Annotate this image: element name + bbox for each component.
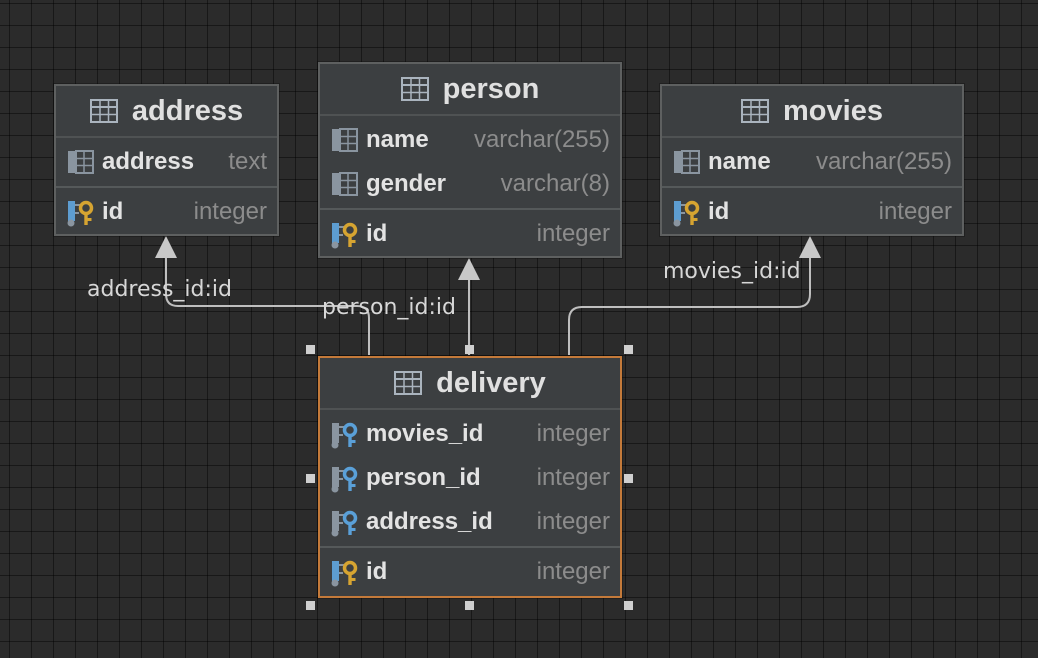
key-name: id (102, 198, 124, 225)
selection-handle-top-center[interactable] (465, 345, 474, 354)
column-type: varchar(8) (500, 170, 610, 197)
column-icon (330, 125, 360, 155)
column-name: person_id (366, 464, 481, 491)
key-type: integer (536, 558, 610, 585)
selection-handle-bottom-left[interactable] (306, 601, 315, 610)
key-row[interactable]: id integer (320, 212, 620, 256)
table-address[interactable]: address address text id integer (54, 84, 279, 236)
column-type: varchar(255) (815, 148, 952, 175)
table-title: address (131, 94, 244, 127)
column-icon (66, 147, 96, 177)
column-type: text (228, 148, 267, 175)
key-row[interactable]: id integer (56, 190, 277, 234)
selection-handle-middle-right[interactable] (624, 474, 633, 483)
columns-section: name varchar(255) (662, 138, 962, 188)
key-name: id (366, 220, 388, 247)
table-header[interactable]: delivery (320, 358, 620, 410)
keys-section: id integer (320, 210, 620, 258)
selection-handle-top-left[interactable] (306, 345, 315, 354)
relation-label-address: address_id:id (87, 277, 232, 302)
column-row[interactable]: name varchar(255) (320, 118, 620, 162)
foreign-key-icon (330, 463, 360, 493)
primary-key-icon (66, 197, 96, 227)
column-name: name (366, 126, 429, 153)
table-icon (400, 77, 429, 101)
keys-section: id integer (662, 188, 962, 236)
selection-handle-bottom-right[interactable] (624, 601, 633, 610)
table-header[interactable]: address (56, 86, 277, 138)
column-row[interactable]: address text (56, 140, 277, 184)
key-type: integer (878, 198, 952, 225)
relation-label-movies: movies_id:id (663, 259, 801, 284)
primary-key-icon (330, 557, 360, 587)
column-type: integer (536, 420, 610, 447)
primary-key-icon (330, 219, 360, 249)
key-name: id (366, 558, 388, 585)
key-row[interactable]: id integer (662, 190, 962, 234)
key-type: integer (536, 220, 610, 247)
column-name: movies_id (366, 420, 484, 447)
table-title: delivery (436, 366, 546, 399)
relation-arrow-movies (799, 236, 821, 258)
table-header[interactable]: movies (662, 86, 962, 138)
keys-section: id integer (56, 188, 277, 236)
column-row[interactable]: address_id integer (320, 500, 620, 544)
selection-handle-top-right[interactable] (624, 345, 633, 354)
column-type: integer (536, 464, 610, 491)
column-icon (672, 147, 702, 177)
relation-label-person: person_id:id (322, 295, 456, 320)
columns-section: name varchar(255) gender varchar(8) (320, 116, 620, 210)
table-icon (394, 371, 423, 395)
primary-key-icon (672, 197, 702, 227)
relation-line-address[interactable] (165, 258, 370, 355)
selection-handle-bottom-center[interactable] (465, 601, 474, 610)
column-row[interactable]: person_id integer (320, 456, 620, 500)
keys-section: id integer (320, 548, 620, 596)
selection-handle-middle-left[interactable] (306, 474, 315, 483)
column-icon (330, 169, 360, 199)
foreign-key-icon (330, 507, 360, 537)
column-row[interactable]: gender varchar(8) (320, 162, 620, 206)
columns-section: movies_id integer person_id integer addr… (320, 410, 620, 548)
column-row[interactable]: movies_id integer (320, 412, 620, 456)
column-type: varchar(255) (473, 126, 610, 153)
table-icon (89, 99, 118, 123)
columns-section: address text (56, 138, 277, 188)
column-name: name (708, 148, 771, 175)
column-name: gender (366, 170, 447, 197)
column-type: integer (536, 508, 610, 535)
relation-line-movies[interactable] (568, 258, 811, 355)
table-title: person (442, 72, 540, 105)
key-name: id (708, 198, 730, 225)
foreign-key-icon (330, 419, 360, 449)
table-header[interactable]: person (320, 64, 620, 116)
table-title: movies (783, 94, 883, 127)
table-person[interactable]: person name varchar(255) gender varchar(… (318, 62, 622, 258)
key-type: integer (193, 198, 267, 225)
key-row[interactable]: id integer (320, 550, 620, 594)
table-delivery[interactable]: delivery movies_id integer person_id int… (318, 356, 622, 598)
relation-arrow-person (458, 258, 480, 280)
column-name: address_id (366, 508, 493, 535)
relation-arrow-address (155, 236, 177, 258)
column-row[interactable]: name varchar(255) (662, 140, 962, 184)
table-movies[interactable]: movies name varchar(255) id integer (660, 84, 964, 236)
table-icon (741, 99, 770, 123)
column-name: address (102, 148, 195, 175)
